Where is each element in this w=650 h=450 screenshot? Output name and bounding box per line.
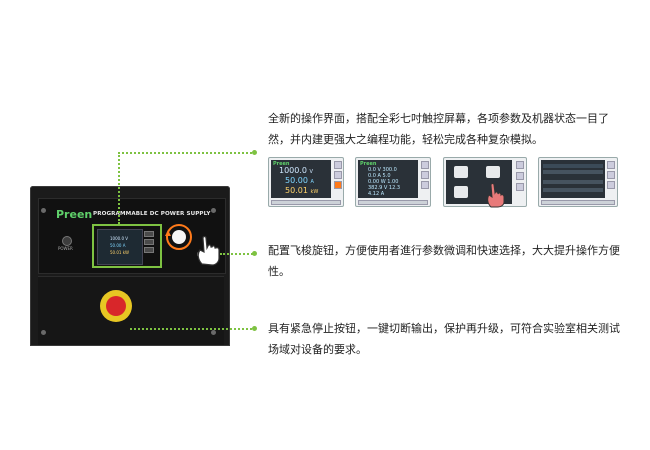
screen-thumbnail-table [538, 157, 618, 207]
screen-power: 50.01 kW [285, 186, 319, 195]
knob-highlight-ring [166, 224, 192, 250]
estop-feature-text: 具有紧急停止按钮，一键切断输出，保护再升级，可符合实验室相关测试场域对设备的要求… [268, 322, 620, 356]
emergency-stop-button[interactable] [106, 296, 126, 316]
hand-pointer-icon [196, 234, 220, 266]
mini-voltage: 1000.0 V [110, 236, 129, 241]
screen-tab-bar[interactable] [271, 200, 341, 205]
mini-side-button[interactable] [144, 247, 154, 253]
knob-feature-text: 配置飞梭旋钮，方便使用者進行参数微调和快速选择，大大提升操作方便性。 [268, 244, 620, 278]
jog-knob[interactable] [172, 230, 186, 244]
screen-row: 0.0 A 5.0 [368, 173, 391, 179]
connector-dot [252, 251, 257, 256]
screen-side-button[interactable] [334, 171, 342, 179]
rotate-arrow-icon [164, 222, 172, 236]
screen-tab-bar[interactable] [541, 200, 615, 205]
panel-screw [41, 208, 46, 213]
screen-brand: Preen [360, 161, 377, 167]
display-highlight [92, 224, 162, 268]
connector-dot [252, 150, 257, 155]
screen-current: 50.00 A [285, 176, 314, 185]
screen-thumbnail-settings: Preen 0.0 V 300.0 0.0 A 5.0 0.00 W 1.00 … [355, 157, 431, 207]
screen-thumbnail-menu [443, 157, 527, 208]
panel-screw [211, 208, 216, 213]
screen-thumbnail-main: Preen 1000.0 V 50.00 A 50.01 kW [268, 157, 344, 207]
connector-line [118, 152, 256, 154]
table-header [543, 164, 603, 168]
panel-screw [41, 330, 46, 335]
table-row [543, 170, 603, 174]
table-row [543, 188, 603, 192]
screen-display: Preen 1000.0 V 50.00 A 50.01 kW [271, 160, 331, 198]
panel-screw [211, 330, 216, 335]
screen-brand: Preen [273, 161, 290, 167]
mini-side-button[interactable] [144, 239, 154, 245]
connector-line [220, 253, 256, 255]
menu-search-icon[interactable] [486, 166, 500, 178]
screen-side-button[interactable] [421, 171, 429, 179]
screen-row: 4.12 A [368, 191, 385, 197]
screen-side-button[interactable] [334, 161, 342, 169]
screen-row: 0.00 W 1.00 [368, 179, 399, 185]
menu-program-icon[interactable] [454, 186, 468, 198]
screen-side-button-active[interactable] [334, 181, 342, 189]
screen-side-button[interactable] [421, 181, 429, 189]
brand-logo: Preen [56, 208, 93, 221]
screen-tab-bar[interactable] [358, 200, 428, 205]
screen-side-button[interactable] [516, 183, 524, 191]
table-row [543, 180, 603, 184]
display-feature-text: 全新的操作界面，搭配全彩七吋触控屏幕，各项参数及机器状态一目了然，并内建更强大之… [268, 112, 609, 146]
connector-dot [252, 326, 257, 331]
model-label: PROGRAMMABLE DC POWER SUPPLY [93, 211, 211, 217]
screen-side-button[interactable] [516, 161, 524, 169]
power-label: POWER [58, 246, 73, 251]
screen-row: 382.9 V 12.3 [368, 185, 401, 191]
connector-line [118, 152, 120, 224]
screen-row: 0.0 V 300.0 [368, 167, 397, 173]
screen-display [541, 160, 605, 198]
screen-side-button[interactable] [421, 161, 429, 169]
mini-power: 50.01 kW [110, 250, 129, 255]
screen-side-button[interactable] [607, 161, 615, 169]
connector-line [130, 328, 256, 330]
screen-side-button[interactable] [607, 171, 615, 179]
hand-pointer-icon [486, 182, 506, 208]
mini-side-button[interactable] [144, 231, 154, 237]
screen-side-button[interactable] [516, 172, 524, 180]
menu-settings-icon[interactable] [454, 166, 468, 178]
power-button[interactable] [62, 236, 72, 246]
screen-display: Preen 0.0 V 300.0 0.0 A 5.0 0.00 W 1.00 … [358, 160, 418, 198]
screen-side-button[interactable] [607, 181, 615, 189]
mini-display: 1000.0 V 50.00 A 50.01 kW [97, 229, 143, 265]
mini-current: 50.00 A [110, 243, 126, 248]
screen-voltage: 1000.0 V [279, 166, 313, 175]
